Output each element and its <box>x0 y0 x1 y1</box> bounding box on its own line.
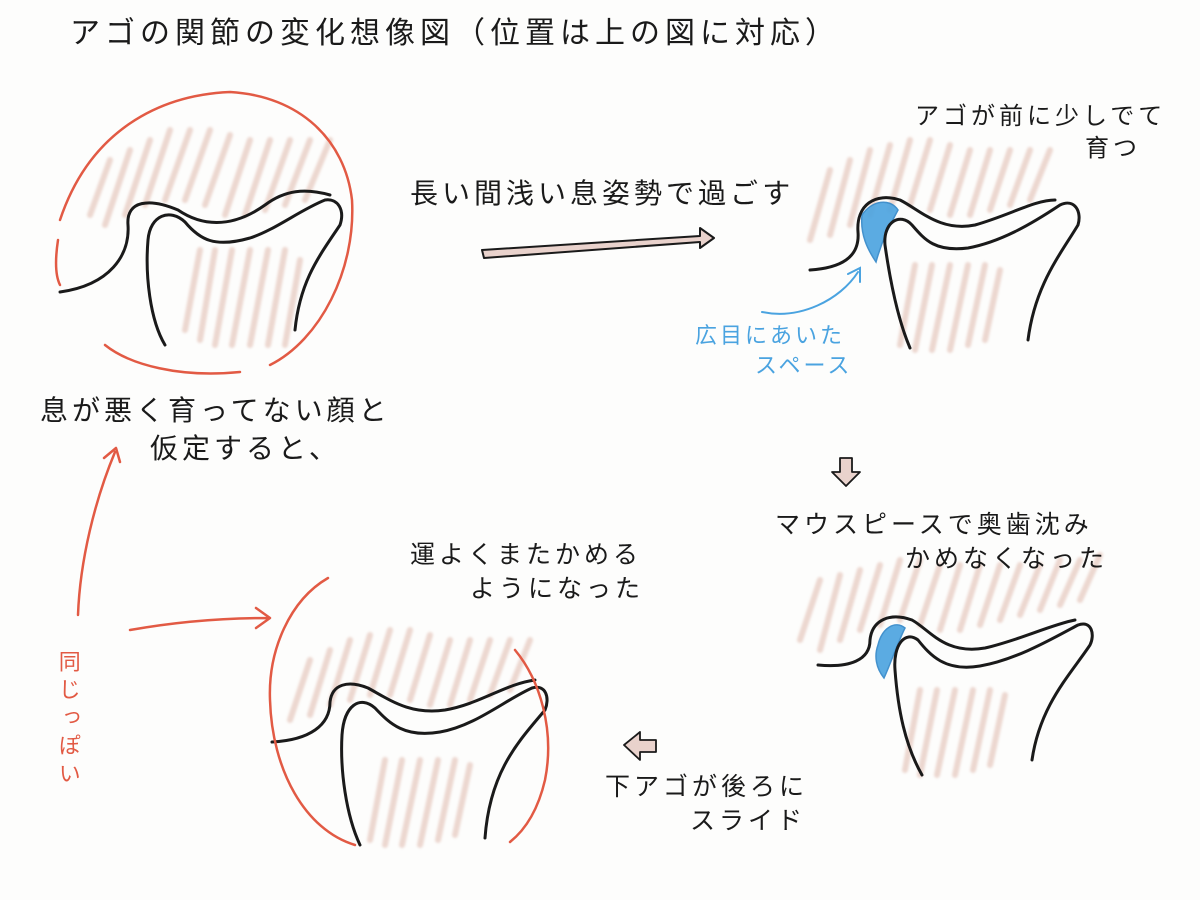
left-arrow <box>623 731 657 761</box>
top-right-blue-pointer-arrow <box>761 266 861 315</box>
page-title: アゴの関節の変化想像図（位置は上の図に対応） <box>70 16 840 51</box>
top-right-caption-line2: 育つ <box>1085 134 1141 163</box>
bottom-left-condyle-line <box>340 685 549 847</box>
top-left-caption-line1: 息が悪く育ってない顔と <box>40 394 391 427</box>
slide-label: 下アゴが後ろに スライド <box>605 770 808 838</box>
bottom-left-socket-line <box>270 678 537 744</box>
top-left-shading <box>87 127 333 348</box>
bottom-left-caption: 運よくまたかめる ようになった <box>410 538 644 606</box>
bottom-right-caption: マウスピースで奥歯沈み かめなくなった <box>775 508 1108 576</box>
bottom-left-caption-line1: 運よくまたかめる <box>410 540 643 569</box>
top-left-joint-figure <box>54 90 354 375</box>
top-right-joint-figure <box>761 137 1081 353</box>
top-right-blue-space <box>860 201 899 264</box>
top-right-arrow <box>481 227 715 259</box>
top-left-condyle-line <box>145 198 344 347</box>
bottom-right-joint-figure <box>797 552 1103 778</box>
slide-label-line1: 下アゴが後ろに <box>605 772 809 801</box>
red-arrows <box>76 446 272 632</box>
top-right-caption-line1: アゴが前に少しでて <box>915 102 1167 130</box>
bottom-right-blue-space <box>875 624 906 680</box>
space-label-line1: 広目にあいた <box>695 324 846 349</box>
red-right-arrow <box>128 606 272 632</box>
bottom-left-joint-figure <box>268 576 550 848</box>
bottom-right-shading <box>797 552 1103 778</box>
bottom-right-condyle-line <box>893 622 1094 777</box>
top-arrow-label: 長い間浅い息姿勢で過ごす <box>410 177 795 210</box>
top-right-socket-line <box>808 196 1057 272</box>
top-left-caption: 息が悪く育ってない顔と 仮定すると、 <box>40 392 391 468</box>
top-left-caption-line2: 仮定すると、 <box>150 431 341 465</box>
bottom-right-caption-line1: マウスピースで奥歯沈み <box>775 510 1093 539</box>
bottom-left-caption-line2: ようになった <box>470 573 645 603</box>
red-up-arrow <box>76 446 122 617</box>
bottom-right-socket-line <box>816 615 1077 668</box>
top-left-socket-line <box>58 189 332 294</box>
top-left-red-circle <box>54 90 354 375</box>
side-note: 同じっぽい <box>54 650 80 790</box>
bottom-right-caption-line2: かめなくなった <box>905 543 1109 573</box>
top-right-shading <box>807 137 1053 353</box>
space-label: 広目にあいた スペース <box>695 322 852 381</box>
down-arrow <box>831 457 861 487</box>
top-right-caption: アゴが前に少しでて 育つ <box>915 100 1166 165</box>
top-right-condyle-line <box>883 201 1081 350</box>
space-label-line2: スペース <box>755 353 853 379</box>
bottom-left-shading <box>287 627 533 848</box>
bottom-left-red-circle <box>268 576 550 847</box>
slide-label-line2: スライド <box>690 805 807 835</box>
